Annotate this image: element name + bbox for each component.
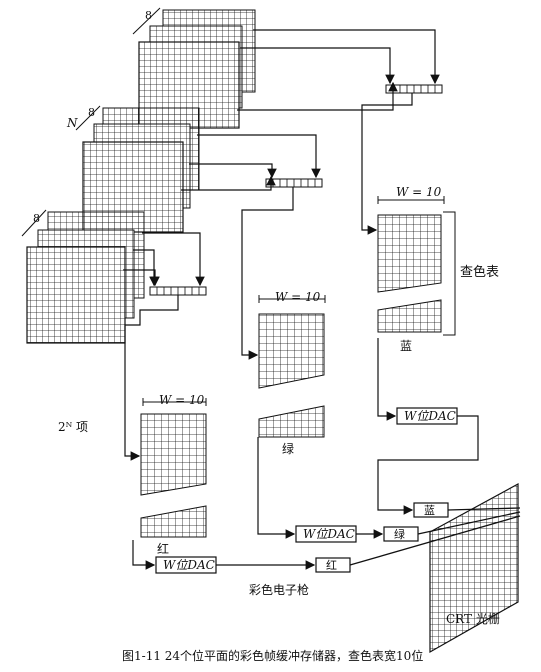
register-blue bbox=[385, 84, 443, 94]
dac-green-label: W位DAC bbox=[303, 527, 355, 541]
dac-red-label: W位DAC bbox=[163, 558, 215, 572]
depth-markers bbox=[21, 7, 161, 237]
planes-n-label: N bbox=[66, 116, 78, 130]
entries-label: 2ᴺ 项 bbox=[58, 420, 88, 434]
lut-red-label: 红 bbox=[157, 541, 169, 556]
register-green bbox=[265, 178, 323, 188]
dac-blue-label: W位DAC bbox=[404, 409, 456, 423]
plane-stack-red bbox=[26, 211, 145, 344]
gun-box-green-label: 绿 bbox=[394, 527, 405, 541]
lut-width-green: W = 10 bbox=[275, 290, 321, 304]
lut-red bbox=[140, 398, 207, 538]
gun-box-blue-label: 蓝 bbox=[424, 504, 435, 517]
crt-raster-label: CRT 光栅 bbox=[446, 611, 500, 626]
lut-width-blue: W = 10 bbox=[396, 185, 442, 199]
figure-caption: 图1-11 24个位平面的彩色帧缓冲存储器，查色表宽10位 bbox=[122, 648, 423, 663]
crt-raster bbox=[429, 482, 519, 654]
plane-depth-bot: 8 bbox=[33, 212, 40, 225]
plane-depth-top: 8 bbox=[145, 9, 152, 22]
lut-green bbox=[258, 295, 326, 438]
register-red bbox=[149, 286, 207, 296]
lut-blue bbox=[377, 196, 456, 336]
register-to-lut-wires bbox=[124, 93, 413, 461]
lut-to-dac-wires bbox=[132, 338, 479, 570]
plane-depth-mid: 8 bbox=[88, 106, 95, 119]
lut-width-red: W = 10 bbox=[159, 393, 205, 407]
electron-gun-label: 彩色电子枪 bbox=[249, 582, 309, 597]
lut-green-label: 绿 bbox=[282, 441, 294, 456]
lut-blue-label: 蓝 bbox=[400, 339, 412, 353]
plane-to-register-wires bbox=[123, 29, 440, 287]
lookup-table-label: 查色表 bbox=[460, 264, 499, 280]
gun-box-red-label: 红 bbox=[326, 559, 337, 572]
